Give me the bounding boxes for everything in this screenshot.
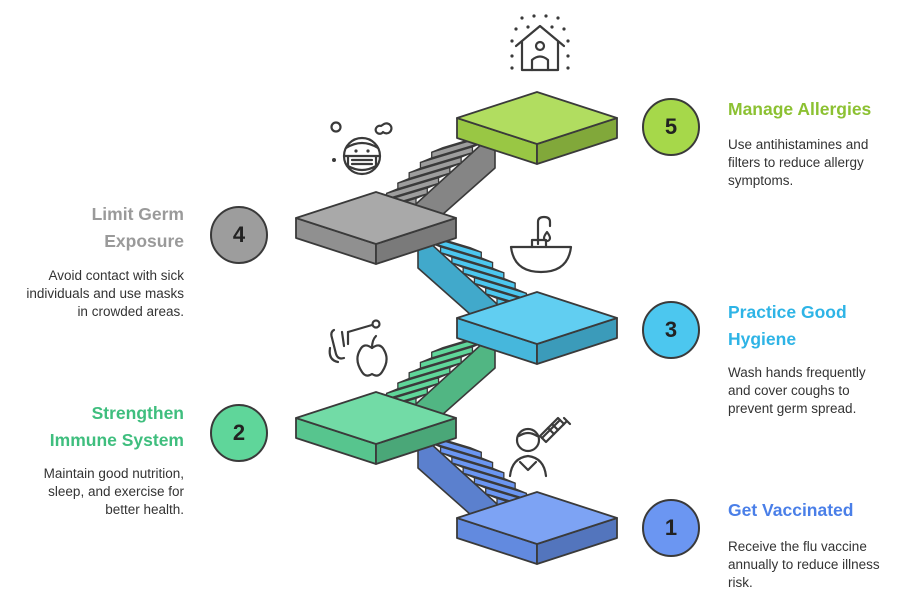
stair-platform-1: [456, 491, 618, 565]
home-filter-icon: [510, 14, 570, 72]
stair-riser: [473, 277, 528, 300]
platform-top-face: [295, 391, 457, 445]
stair-platform-5: [456, 91, 618, 165]
step-1-title-text: Get Vaccinated: [728, 500, 854, 520]
step-4-desc-line: individuals and use masks: [26, 286, 184, 301]
stair-riser: [385, 177, 440, 200]
stair-riser: [408, 156, 462, 180]
stair-riser: [419, 346, 474, 369]
face-mask-icon: [330, 121, 393, 176]
step-1-desc-line: Receive the flu vaccine: [728, 539, 867, 554]
nutrition-apple-icon: [328, 319, 388, 377]
step-3-number: 3: [664, 317, 678, 342]
platform-top-face: [295, 191, 457, 245]
step-2-description: Maintain good nutrition, sleep, and exer…: [44, 465, 184, 519]
step-4-title-line: Limit Germ: [91, 204, 184, 224]
stair-riser: [397, 166, 451, 190]
step-3-title-line: Practice Good: [728, 302, 847, 322]
step-1-description: Receive the flu vaccine annually to redu…: [728, 538, 880, 592]
step-2-number: 2: [232, 420, 246, 445]
step-5-title: Manage Allergies: [728, 96, 871, 123]
platform-top-face: [456, 91, 618, 145]
step-4-number-badge: 4: [210, 206, 268, 264]
stair-riser: [462, 466, 516, 490]
step-4-description: Avoid contact with sick individuals and …: [26, 267, 184, 321]
step-3-desc-line: prevent germ spread.: [728, 401, 857, 416]
vaccine-syringe-icon: [508, 416, 572, 478]
step-2-desc-line: Maintain good nutrition,: [43, 466, 184, 481]
step-2-title: Strengthen Immune System: [50, 400, 184, 454]
step-3-number-badge: 3: [642, 301, 700, 359]
step-3-desc-line: and cover coughs to: [728, 383, 850, 398]
stair-riser: [451, 256, 505, 280]
step-1-number-badge: 1: [642, 499, 700, 557]
stair-platforms: [295, 91, 618, 565]
stair-riser: [451, 456, 505, 480]
stair-platform-3: [456, 291, 618, 365]
step-3-description: Wash hands frequently and cover coughs t…: [728, 364, 866, 418]
stair-riser: [473, 477, 528, 500]
step-5-desc-line: Use antihistamines and: [728, 137, 869, 152]
platform-top-face: [456, 491, 618, 545]
step-1-number: 1: [664, 515, 678, 540]
step-4-title: Limit Germ Exposure: [92, 201, 184, 255]
step-5-number: 5: [664, 114, 678, 139]
step-1-desc-line: annually to reduce illness: [728, 557, 880, 572]
step-3-title-line: Hygiene: [728, 329, 797, 349]
platform-top-face: [456, 291, 618, 345]
step-2-title-line: Immune System: [49, 430, 184, 450]
step-2-title-line: Strengthen: [91, 403, 184, 423]
stair-riser: [408, 356, 462, 380]
step-5-description: Use antihistamines and filters to reduce…: [728, 136, 868, 190]
stair-platform-2: [295, 391, 457, 465]
step-1-desc-line: risk.: [728, 575, 753, 590]
step-4-desc-line: Avoid contact with sick: [48, 268, 184, 283]
step-5-desc-line: symptoms.: [728, 173, 794, 188]
step-2-number-badge: 2: [210, 404, 268, 462]
stair-riser: [419, 146, 474, 169]
stair-riser: [439, 446, 494, 469]
stair-flight-3: [417, 231, 550, 339]
stair-riser: [462, 266, 516, 290]
step-3-title: Practice Good Hygiene: [728, 299, 847, 353]
stair-riser: [397, 366, 451, 390]
step-4-number: 4: [232, 222, 246, 247]
step-2-desc-line: better health.: [105, 502, 184, 517]
step-5-title-text: Manage Allergies: [728, 99, 872, 119]
stair-riser: [385, 377, 440, 400]
step-1-title: Get Vaccinated: [728, 497, 853, 524]
step-5-desc-line: filters to reduce allergy: [728, 155, 864, 170]
step-3-desc-line: Wash hands frequently: [728, 365, 866, 380]
step-5-number-badge: 5: [642, 98, 700, 156]
step-4-title-line: Exposure: [104, 231, 184, 251]
stair-riser: [439, 246, 494, 269]
wash-basin-icon: [509, 215, 573, 274]
step-2-desc-line: sleep, and exercise for: [48, 484, 184, 499]
step-4-desc-line: in crowded areas.: [77, 304, 184, 319]
stair-platform-4: [295, 191, 457, 265]
